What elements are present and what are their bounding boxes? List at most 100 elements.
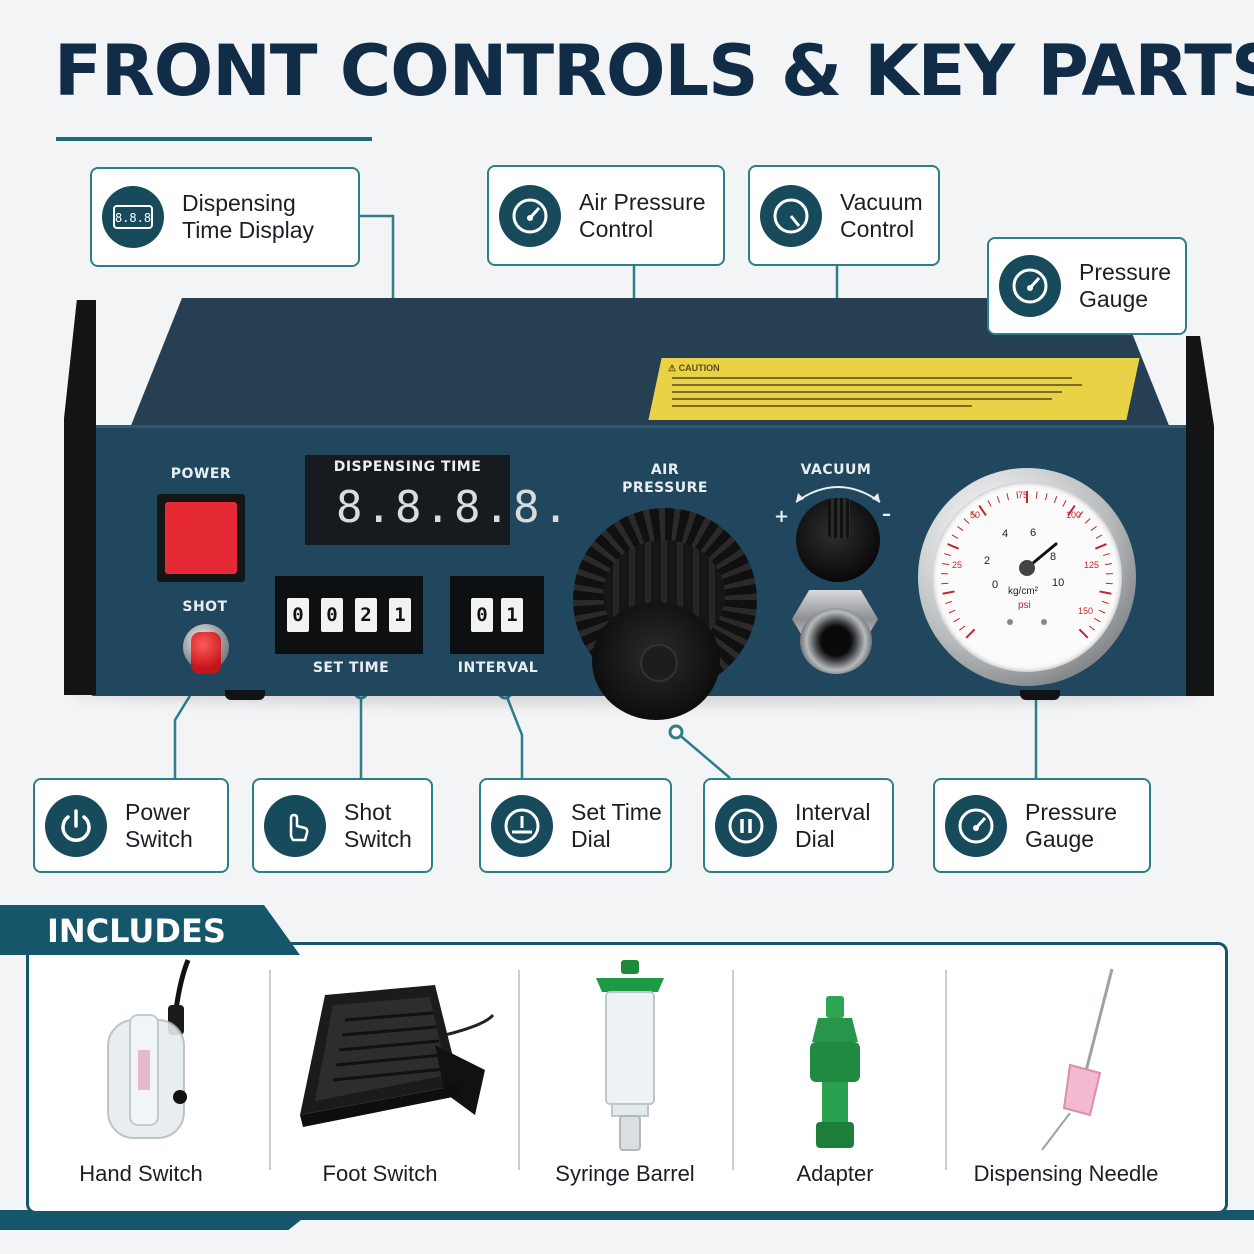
callout-text: Power <box>125 798 191 825</box>
air-pressure-knob-center <box>640 644 678 682</box>
gauge-icon <box>945 794 1007 857</box>
gauge-tick-mark <box>947 543 960 550</box>
hand-pointer-icon <box>264 794 326 857</box>
gauge-tick-mark <box>953 617 960 623</box>
gauge-unit-kg: kg/cm² <box>1008 586 1039 597</box>
shot-switch-button[interactable] <box>191 632 221 674</box>
gauge-tick-mark <box>941 563 950 566</box>
callout-text: Pressure <box>1025 798 1118 825</box>
callout-text: Set Time <box>571 798 662 825</box>
device-foot <box>1020 690 1060 700</box>
dispensing-needle-image <box>1041 968 1114 1151</box>
include-item-label: Syringe Barrel <box>555 1161 695 1186</box>
syringe-barrel-image <box>596 960 664 1151</box>
gauge-tick-mark <box>1088 625 1095 631</box>
hand-switch-image <box>107 959 191 1139</box>
gauge-tick-mark <box>1084 518 1091 524</box>
gauge-tick-mark <box>1067 504 1076 517</box>
gauge-tick-mark <box>957 526 964 531</box>
gauge-tick-mark <box>944 553 952 557</box>
callout-text: Switch <box>344 825 412 852</box>
divider <box>269 970 271 1170</box>
vacuum-label: VACUUM <box>800 462 872 478</box>
divider <box>518 970 520 1170</box>
shot-label: SHOT <box>182 599 228 615</box>
interval-digit[interactable]: 1 <box>501 598 523 632</box>
set-time-dial[interactable]: 0 0 2 1 <box>275 576 423 654</box>
callout-text: Pressure <box>1079 259 1172 285</box>
set-time-digit[interactable]: 2 <box>355 598 377 632</box>
vacuum-direction-arrow-icon <box>795 486 881 503</box>
callout-text: Dispensing <box>182 190 296 216</box>
power-button[interactable] <box>157 494 245 582</box>
svg-text:8.8.8: 8.8.8 <box>115 211 151 225</box>
air-label-line2: PRESSURE <box>622 480 708 496</box>
gauge-tick-mark <box>1098 609 1106 614</box>
gauge-tick-mark <box>1099 590 1112 595</box>
gauge-tick-mark <box>1062 500 1067 507</box>
gauge-tick-mark <box>1102 553 1110 557</box>
device-foot <box>225 690 265 700</box>
gauge-tick-mark <box>1078 628 1089 639</box>
dispensing-time-display <box>305 455 510 545</box>
set-time-digit[interactable]: 1 <box>389 598 411 632</box>
vacuum-knob-stem <box>828 498 850 538</box>
gauge-tick-inner: 8 <box>1050 551 1056 563</box>
callout-text: Dial <box>571 825 611 852</box>
callout-text: Time Display <box>182 217 315 243</box>
gauge-icon <box>499 184 561 247</box>
gauge-tick-mark <box>1016 491 1019 499</box>
gauge-tick-inner: 4 <box>1002 528 1008 540</box>
gauge-tick-mark <box>1090 526 1097 531</box>
callout-text: Gauge <box>1025 825 1095 852</box>
air-label-line1: AIR <box>650 462 680 478</box>
gauge-tick-mark <box>1035 491 1038 499</box>
gauge-tick-mark <box>1094 543 1107 550</box>
title-underline <box>56 137 372 141</box>
power-label: POWER <box>170 466 232 482</box>
divider <box>732 970 734 1170</box>
include-item-label: Foot Switch <box>322 1161 438 1186</box>
gauge-tick-mark <box>948 609 956 614</box>
gauge-tick-mark <box>1095 534 1103 539</box>
pause-icon <box>715 794 777 857</box>
gauge-tick-mark <box>945 600 953 605</box>
adapter-image <box>810 996 860 1148</box>
gauge-unit-psi: psi <box>1018 600 1031 611</box>
interval-digit[interactable]: 0 <box>471 598 493 632</box>
interval-dial[interactable]: 0 1 <box>450 576 544 654</box>
set-time-digit[interactable]: 0 <box>287 598 309 632</box>
gauge-tick-mark <box>978 504 987 517</box>
callout-text: Vacuum <box>840 188 923 215</box>
gauge-tick-mark <box>951 534 959 539</box>
callout-text: Control <box>579 215 654 242</box>
gauge-tick-inner: 0 <box>992 579 998 591</box>
set-time-label: SET TIME <box>312 660 390 676</box>
gauge-tick-inner: 2 <box>984 555 990 567</box>
gauge-tick-mark <box>941 582 949 585</box>
include-item-label: Hand Switch <box>79 1161 203 1186</box>
display-label: DISPENSING TIME <box>333 459 482 475</box>
set-time-digit[interactable]: 0 <box>321 598 343 632</box>
includes-heading: INCLUDES <box>47 912 226 950</box>
digital-display-icon: 8.8.8 <box>102 186 164 248</box>
gauge-tick-outer: 50 <box>970 510 980 520</box>
gauge-tick-mark <box>963 518 970 524</box>
gauge-tick-mark <box>1044 493 1048 501</box>
gauge-tick-mark <box>1006 493 1010 501</box>
gauge-tick-mark <box>942 590 955 595</box>
gauge-tick-mark <box>959 625 966 631</box>
callout-text: Interval <box>795 798 871 825</box>
gauge-tick-mark <box>1077 511 1084 518</box>
gauge-tick-mark <box>1105 582 1113 585</box>
pressure-gauge-face <box>932 482 1122 672</box>
callout-text: Gauge <box>1079 286 1149 312</box>
gauge-tick-mark <box>970 511 977 518</box>
